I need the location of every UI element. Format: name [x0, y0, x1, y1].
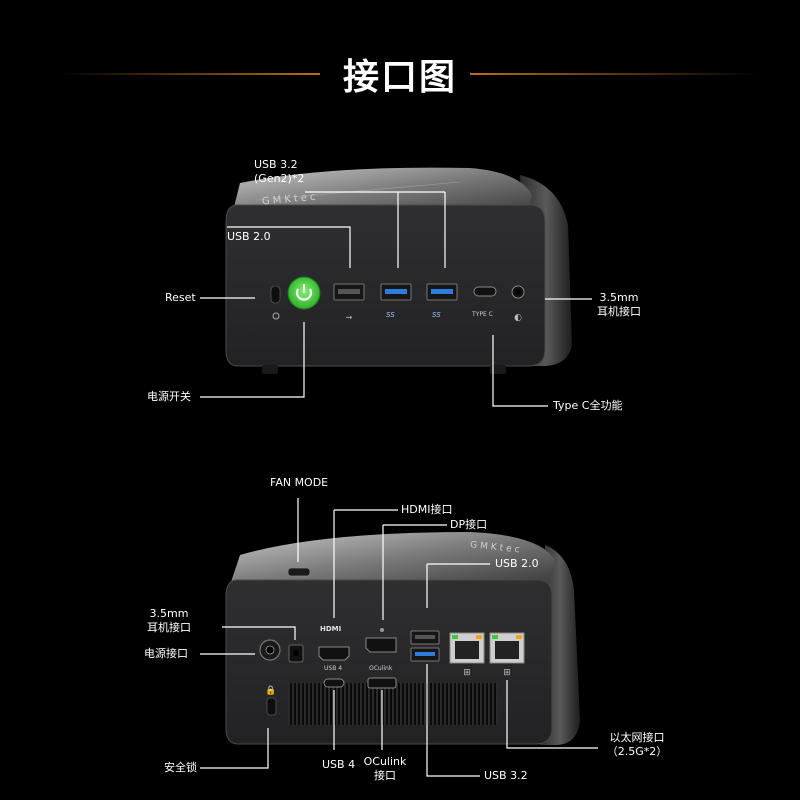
front-label-jack-line2: 耳机接口 [597, 305, 641, 318]
title-line-right [470, 73, 760, 75]
front-port-usb3-logo-1: SS [386, 311, 395, 319]
back-label-hdmi: HDMI接口 [401, 503, 453, 516]
svg-text:🔒: 🔒 [265, 685, 276, 696]
front-port-usb3-logo-2: SS [432, 311, 441, 319]
back-label-lock: 安全锁 [164, 761, 197, 774]
front-leader-lines [200, 191, 592, 407]
front-label-usb32-line1: USB 3.2 [254, 158, 298, 171]
front-label-power: 电源开关 [147, 390, 191, 403]
back-label-usb20: USB 2.0 [495, 557, 539, 570]
back-label-jack-line1: 3.5mm [149, 607, 189, 620]
back-label-dcin: 电源接口 [144, 647, 188, 660]
back-port-usb4-text: USB 4 [324, 665, 343, 672]
front-label-jack-line1: 3.5mm [599, 291, 639, 304]
back-label-usb4: USB 4 [322, 758, 356, 771]
back-label-oculink-line2: 接口 [374, 769, 396, 782]
back-label-lan-line2: （2.5G*2） [606, 745, 668, 758]
front-port-typec-text: TYPE C [472, 311, 493, 318]
front-label-reset: Reset [165, 291, 196, 304]
back-label-lan-line1: 以太网接口 [609, 731, 665, 744]
back-label-jack-line2: 耳机接口 [147, 621, 191, 634]
back-port-oculink-text: OCulink [369, 665, 393, 672]
svg-text:◐: ◐ [514, 313, 522, 323]
front-label-usb20: USB 2.0 [227, 230, 271, 243]
page-title: 接口图 [342, 57, 457, 98]
svg-text:⇝: ⇝ [346, 313, 353, 322]
svg-text:⊞: ⊞ [463, 668, 471, 678]
back-port-hdmi-text: HDMI [320, 625, 342, 633]
front-label-typec: Type C全功能 [553, 399, 623, 412]
back-device: 🔒 ⊞ ⊞ [225, 532, 580, 745]
back-label-fan: FAN MODE [270, 476, 329, 489]
back-label-oculink-line1: OCulink [363, 755, 407, 768]
svg-text:⊞: ⊞ [503, 668, 511, 678]
front-device: ⇝ ◐ [225, 167, 572, 374]
front-label-usb32-line2: (Gen2)*2 [254, 172, 305, 185]
back-leader-lines [200, 498, 598, 777]
back-label-usb32: USB 3.2 [484, 769, 528, 782]
back-label-dp: DP接口 [450, 518, 488, 531]
title-line-left [60, 73, 320, 75]
